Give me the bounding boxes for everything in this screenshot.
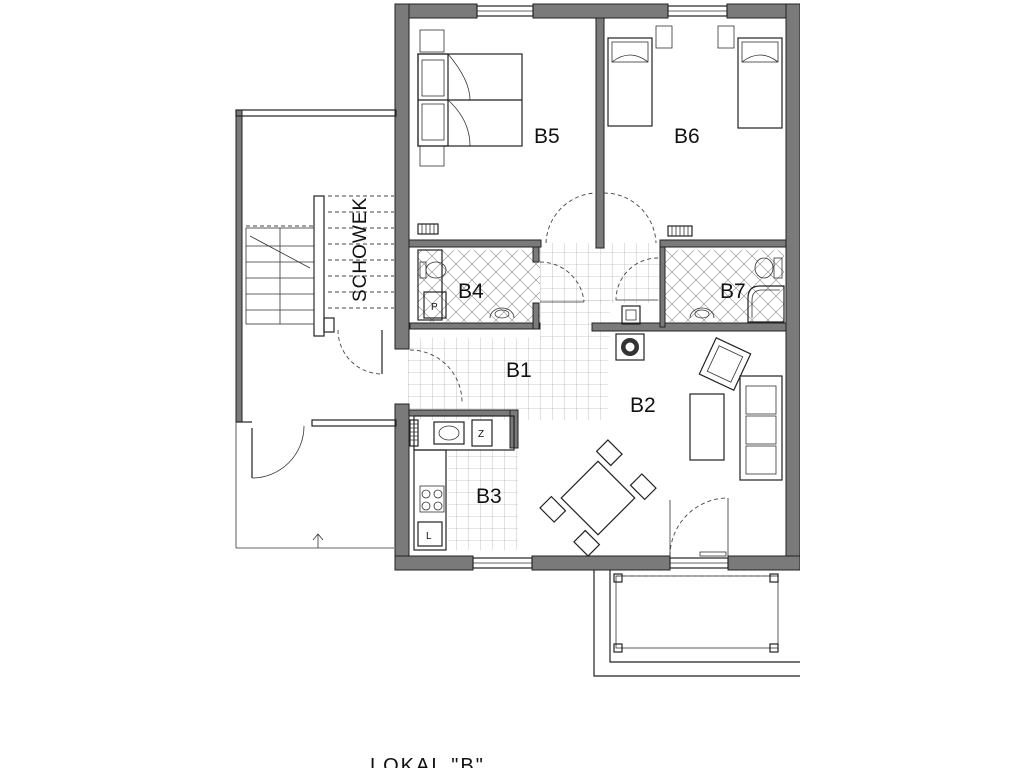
fixture-label-p: P [431,302,438,313]
bathroom-b7-fixtures [689,257,785,323]
room-label-b6: B6 [674,125,700,148]
bathroom-b4-fixtures [417,249,515,321]
kitchen-b3-fixtures [413,415,515,551]
radiator-b3 [409,419,419,447]
radiator-b2 [699,551,727,557]
radiator-b6 [667,225,693,237]
coffee-table [689,393,725,461]
room-label-b7: B7 [720,280,746,303]
room-label-b1: B1 [506,359,532,382]
windows [472,5,729,569]
right-edge [800,0,1024,768]
radiator-b5 [417,223,439,235]
fixture-label-z: Z [478,429,484,440]
doors [409,192,729,557]
room-label-b3: B3 [476,485,502,508]
chimney [615,305,645,361]
armchair [698,337,752,391]
sofa [739,375,783,481]
double-bed [417,29,523,167]
staircase-area [235,109,397,549]
plan-title: LOKAL "B" [370,755,485,768]
room-label-b4: B4 [458,280,484,303]
room-label-b2: B2 [630,394,656,417]
room-label-schowek: SCHOWEK [350,197,371,302]
balcony [593,570,800,677]
room-label-b5: B5 [534,125,560,148]
single-beds [607,25,783,129]
fixture-label-l: L [426,531,432,542]
dining-table [539,439,657,557]
